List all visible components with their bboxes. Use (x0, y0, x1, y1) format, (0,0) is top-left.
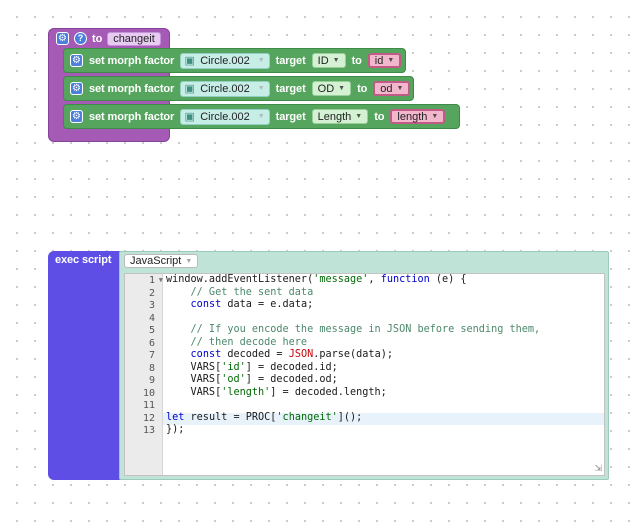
code-line: VARS['od'] = decoded.od; (166, 374, 338, 385)
line-number: 4 (148, 312, 155, 324)
language-dropdown[interactable]: JavaScript ▼ (124, 254, 199, 268)
line-number-gutter (125, 274, 163, 475)
cube-icon: ▣ (184, 111, 195, 123)
line-number: 1▼ (148, 275, 163, 286)
code-line: const decoded = JSON.parse(data); (190, 349, 393, 360)
line-number: 6 (148, 337, 155, 349)
line-number: 11 (142, 400, 155, 411)
action-label: set morph factor (89, 54, 175, 67)
exec-script-block[interactable] (48, 251, 124, 480)
line-number: 7 (148, 350, 155, 361)
code-line: // then decode here (166, 336, 308, 348)
line-number: i8 (148, 362, 155, 374)
target-value: OD (317, 82, 335, 95)
code-editor[interactable]: 1▼ 2 3 4 5 6 7 i8 i9 i10 11 i12 13 windo… (124, 273, 605, 476)
chevron-down-icon: ▼ (257, 85, 265, 92)
line-number: i12 (142, 412, 155, 424)
target-label: target (275, 110, 306, 123)
chevron-down-icon: ▼ (355, 113, 363, 120)
procedure-to-label: to (92, 32, 103, 45)
exec-script-label: exec script (55, 254, 112, 266)
action-label: set morph factor (89, 110, 175, 123)
code-line: VARS['id'] = decoded.id; (166, 361, 338, 373)
target-dropdown[interactable]: ID ▼ (311, 53, 346, 68)
variable-value: id (374, 54, 384, 67)
variable-dropdown[interactable]: od ▼ (373, 81, 411, 96)
code-line: VARS['length'] = decoded.length; (166, 386, 387, 398)
gear-icon[interactable]: ⚙ (70, 110, 83, 123)
gear-icon[interactable]: ⚙ (56, 32, 69, 45)
line-number: 13 (142, 425, 155, 436)
to-label: to (374, 110, 385, 123)
target-value: Length (317, 110, 352, 123)
help-icon[interactable]: ? (74, 32, 87, 45)
target-dropdown[interactable]: OD ▼ (311, 81, 352, 96)
line-number: 5 (148, 325, 155, 336)
set-morph-factor-block[interactable]: ⚙ set morph factor ▣ Circle.002 ▼ target… (63, 48, 406, 73)
cube-icon: ▣ (184, 55, 195, 67)
target-label: target (275, 54, 306, 67)
procedure-name-field[interactable]: changeit (107, 31, 161, 46)
set-morph-factor-block[interactable]: ⚙ set morph factor ▣ Circle.002 ▼ target… (63, 76, 414, 101)
procedure-header: ⚙ ? to changeit (56, 31, 161, 46)
code-line: const data = e.data; (190, 299, 314, 310)
action-label: set morph factor (89, 82, 175, 95)
set-morph-factor-block[interactable]: ⚙ set morph factor ▣ Circle.002 ▼ target… (63, 104, 460, 129)
chevron-down-icon: ▼ (396, 85, 404, 92)
target-dropdown[interactable]: Length ▼ (311, 109, 369, 124)
chevron-down-icon: ▼ (185, 257, 193, 265)
line-number: 2 (148, 287, 155, 299)
chevron-down-icon: ▼ (332, 57, 340, 64)
object-name: Circle.002 (200, 54, 250, 67)
chevron-down-icon: ▼ (431, 113, 439, 120)
code-line: // If you encode the message in JSON bef… (166, 324, 541, 335)
variable-value: od (380, 82, 393, 95)
object-block[interactable]: ▣ Circle.002 ▼ (180, 80, 270, 97)
code-line: let result = PROC['changeit'](); (166, 411, 363, 423)
object-block[interactable]: ▣ Circle.002 ▼ (180, 52, 270, 69)
gear-icon[interactable]: ⚙ (70, 82, 83, 95)
code-line: // Get the sent data (166, 286, 314, 298)
target-label: target (275, 82, 306, 95)
active-line-highlight (125, 413, 604, 425)
language-value: JavaScript (130, 255, 182, 267)
object-name: Circle.002 (200, 110, 250, 123)
code-line: window.addEventListener('message', funct… (166, 274, 467, 285)
variable-value: length (397, 110, 428, 123)
fold-arrow-icon[interactable]: ▼ (158, 276, 163, 284)
cube-icon: ▣ (184, 83, 195, 95)
line-number: i9 (148, 375, 155, 386)
variable-dropdown[interactable]: length ▼ (390, 109, 446, 124)
to-label: to (357, 82, 368, 95)
gear-icon[interactable]: ⚙ (70, 54, 83, 67)
code-line: }); (166, 424, 185, 435)
line-number: 3 (148, 300, 155, 311)
chevron-down-icon: ▼ (338, 85, 346, 92)
chevron-down-icon: ▼ (257, 113, 265, 120)
to-label: to (351, 54, 362, 67)
variable-dropdown[interactable]: id ▼ (367, 53, 402, 68)
object-block[interactable]: ▣ Circle.002 ▼ (180, 108, 270, 125)
object-name: Circle.002 (200, 82, 250, 95)
target-value: ID (317, 54, 329, 67)
chevron-down-icon: ▼ (387, 57, 395, 64)
resize-handle-icon[interactable]: ⇲ (594, 463, 602, 473)
line-number: i10 (142, 387, 155, 399)
chevron-down-icon: ▼ (257, 57, 265, 64)
